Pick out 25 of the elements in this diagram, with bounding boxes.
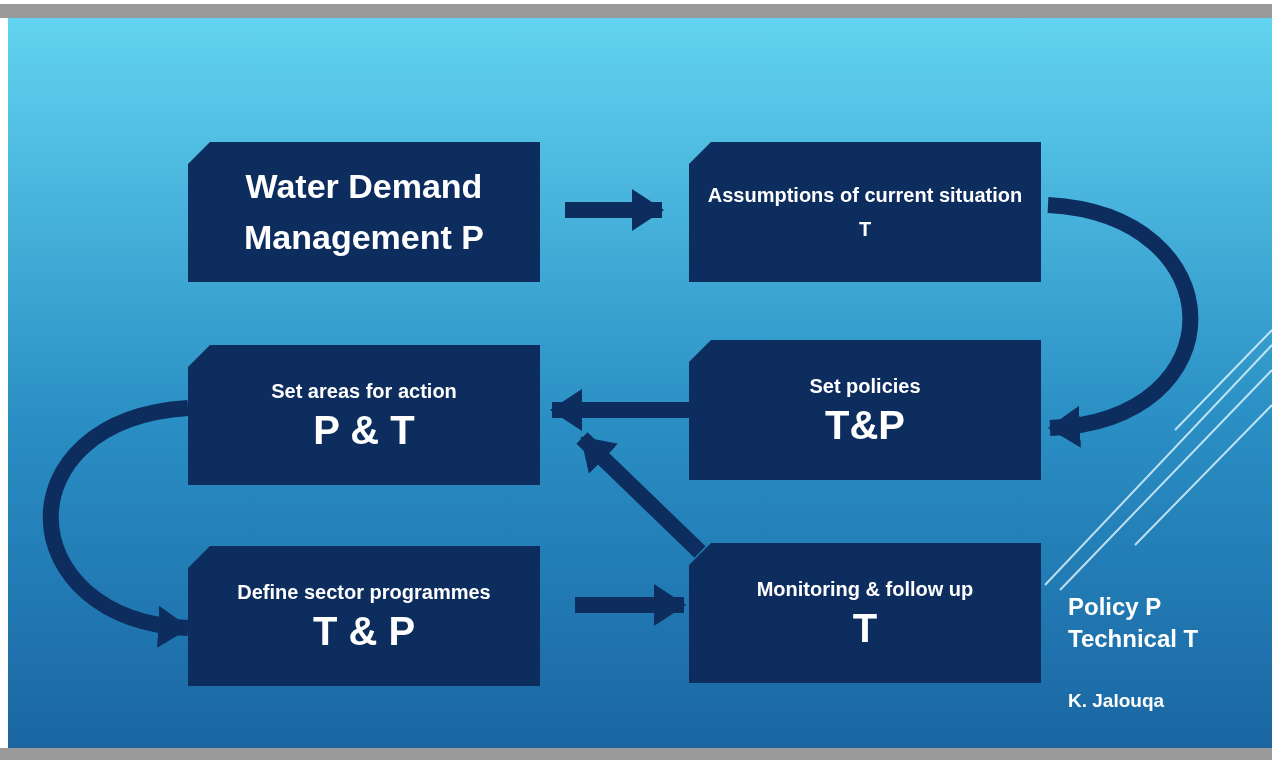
arrow [565,189,664,231]
role-code: T & P [312,608,416,654]
box-title: Define sector programmes [237,579,491,605]
legend-text: Policy P [1068,593,1162,621]
process-box [689,340,1041,480]
arrow [42,400,190,645]
arrow [1046,197,1199,445]
box-title: Assumptions of current situation T [706,183,1024,242]
process-box [689,142,1041,282]
legend-text: Technical T [1068,625,1199,653]
arrow [550,389,689,431]
box-title: Monitoring & follow up [756,576,974,602]
process-box [689,543,1041,683]
role-code: P & T [313,407,415,453]
box-title: Set areas for action [271,378,457,404]
box-title: Water Demand Management P [243,166,485,258]
role-code: T&P [825,402,905,448]
box-title: Set policies [809,373,921,399]
role-code: T [852,605,878,651]
arrow [576,432,706,558]
arrow [575,584,686,626]
author-name: K. Jalouqa [1068,690,1165,712]
process-box [188,142,540,282]
process-box [188,345,540,485]
process-box [188,546,540,686]
